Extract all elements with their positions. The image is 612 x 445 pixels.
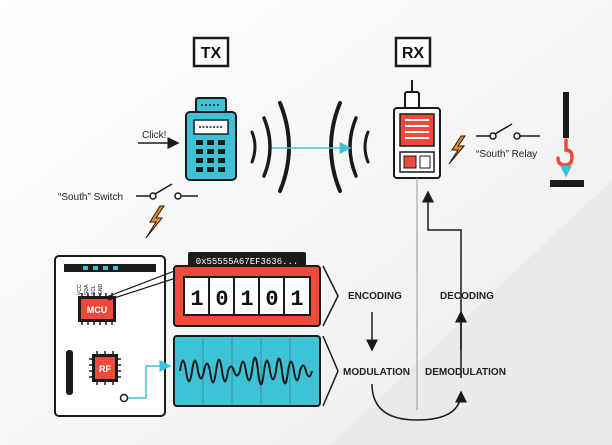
waveform-line [179, 356, 313, 386]
background-shade [330, 180, 612, 445]
encoding-label: ENCODING [348, 291, 402, 302]
pin-label: VCC [77, 284, 83, 295]
crane-hook-icon [550, 92, 584, 187]
click-label: Click! [142, 130, 166, 141]
transmit-curve-arrow [371, 383, 467, 421]
bit-cell: 1 [190, 287, 203, 312]
pcb-board: VCC SDA SCL GND [54, 255, 166, 417]
pin-label: GND [98, 284, 104, 296]
hex-value: 0x55555A67EF3636... [196, 257, 299, 267]
modulation-label: MODULATION [343, 367, 410, 378]
modulation-panel [173, 335, 321, 407]
south-relay-label: “South” Relay [476, 149, 537, 160]
rf-label: RF [99, 364, 111, 374]
rx-return-arrow [422, 190, 462, 378]
hex-tag [188, 252, 306, 268]
pin-label: SDA [84, 284, 90, 295]
mcu-label: MCU [87, 305, 108, 315]
decoding-label: DECODING [440, 291, 494, 302]
bit-cell: 0 [265, 287, 278, 312]
bit-cell: 0 [215, 287, 228, 312]
rx-receiver-icon [393, 80, 441, 179]
pin-label: SCL [91, 285, 97, 295]
modulation-brace [322, 335, 339, 407]
bit-cell: 1 [290, 287, 303, 312]
bit-cell: 1 [240, 287, 253, 312]
rf-output-node [119, 393, 129, 403]
lightning-icon [448, 135, 466, 165]
demodulation-label: DEMODULATION [425, 367, 506, 378]
mcu-link-line [107, 275, 183, 301]
tx-remote-icon [185, 97, 237, 181]
tx-header: TX [192, 36, 230, 68]
lightning-icon [145, 205, 165, 239]
mcu-chip: MCU [78, 293, 116, 325]
encoding-panel: 1 0 1 0 1 [173, 265, 321, 327]
south-relay-icon [476, 123, 540, 140]
rx-header-label: RX [402, 45, 425, 62]
rf-chip: RF [89, 351, 121, 385]
rx-header: RX [394, 36, 432, 68]
south-switch-label: “South” Switch [58, 192, 123, 203]
rf-to-modulation-arrow [124, 360, 172, 399]
radio-waves-icon [250, 101, 370, 193]
encoding-brace [322, 265, 339, 327]
south-switch-icon [136, 183, 198, 200]
tx-header-label: TX [201, 45, 222, 62]
